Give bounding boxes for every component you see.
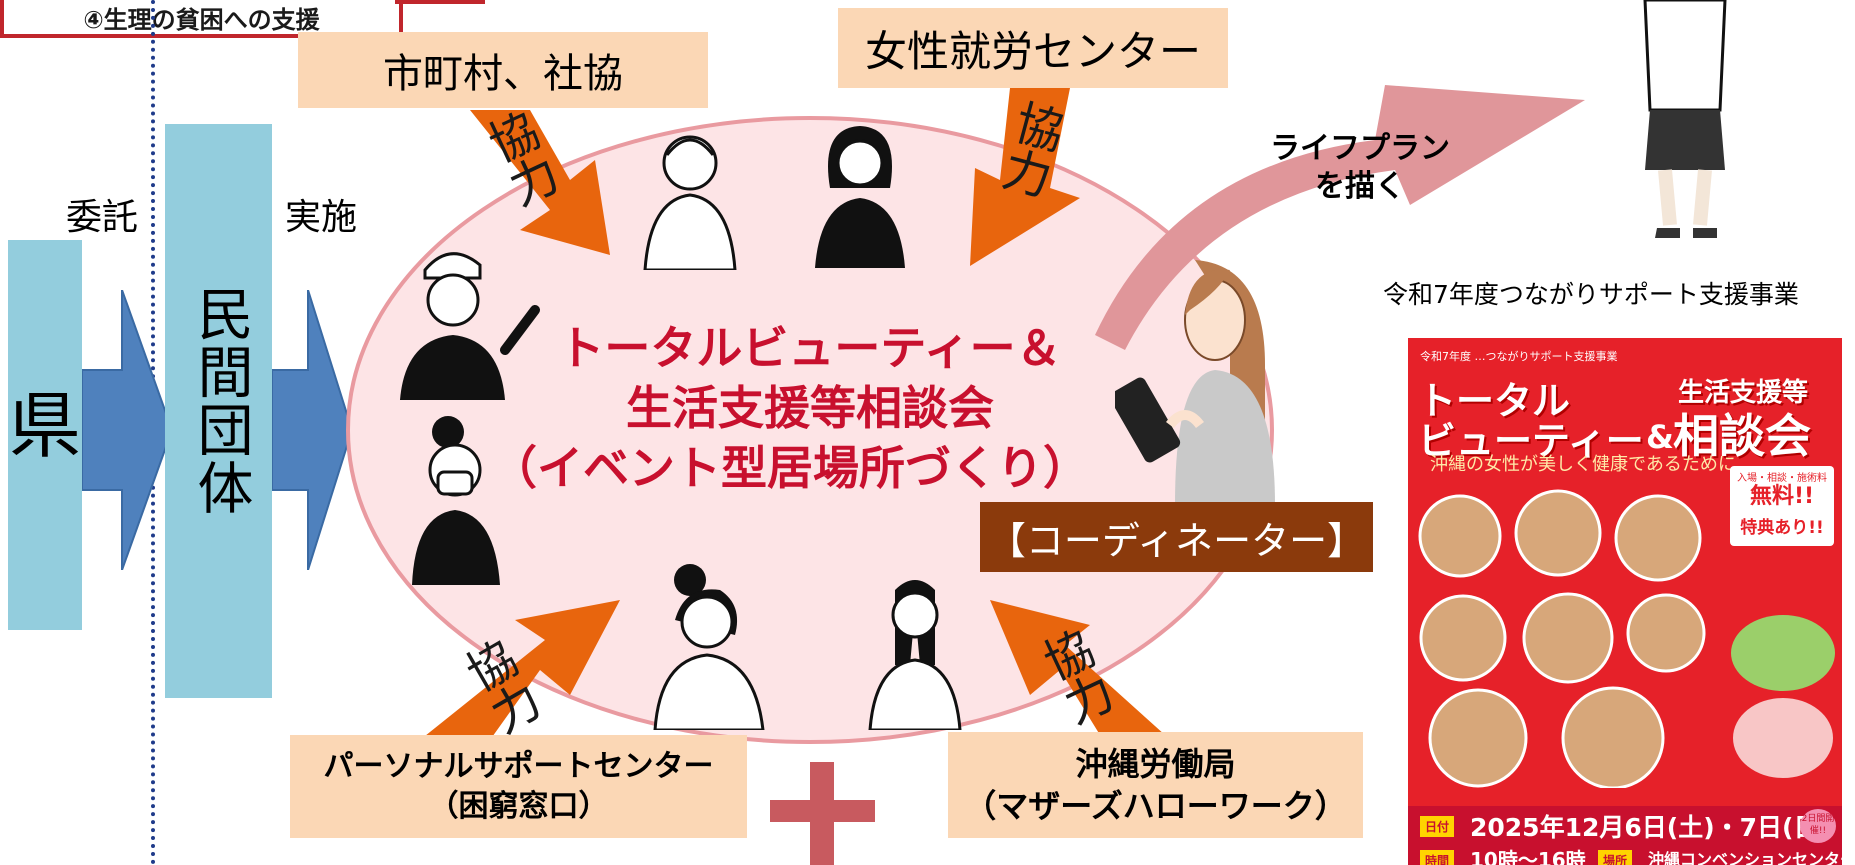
flyer-two-days: 2日間開催!! <box>1800 809 1836 843</box>
flyer-tokuten-badge: 特典あり!! <box>1730 510 1834 546</box>
lifeplan-text: ライフプラン を描く <box>1260 130 1460 206</box>
flyer-subtitle: 沖縄の女性が美しく健康であるために <box>1430 454 1736 475</box>
orange-arrow-bottom-right <box>990 600 1165 735</box>
itaku-label: 委託 <box>66 197 139 238</box>
center-title-line3: （イベント型居場所づくり） <box>491 441 1089 495</box>
flyer-top-small: 令和7年度 …つながりサポート支援事業 <box>1420 350 1618 363</box>
partner-bottom-right-line2: （マザーズハローワーク） <box>964 787 1347 825</box>
header-tag: ④生理の貧困への支援 <box>0 0 403 38</box>
coordinator-label-text: 【コーディネーター】 <box>987 518 1366 563</box>
flyer-title-left-2: ビューティー <box>1418 419 1644 463</box>
flyer-free: 無料!! <box>1749 484 1815 509</box>
orange-arrow-top-right <box>970 88 1080 266</box>
lifeplan-line2: を描く <box>1315 169 1405 204</box>
center-oval <box>346 116 1274 744</box>
woman-icon-3 <box>400 252 540 400</box>
blue-arrow-1 <box>82 290 172 570</box>
woman-icon-4 <box>412 416 500 585</box>
partner-bottom-left: パーソナルサポートセンター （困窮窓口） <box>290 735 747 838</box>
lifeplan-arrow <box>1095 85 1585 350</box>
woman-icon-2 <box>815 126 905 268</box>
plus-icon <box>770 762 875 865</box>
flyer-free-badge: 入場・相談・施術料 無料!! <box>1730 466 1834 518</box>
center-title-line1: トータルビューティー＆ <box>558 321 1062 375</box>
partner-top-right: 女性就労センター <box>838 8 1228 88</box>
flyer-caption: 令和7年度つながりサポート支援事業 <box>1383 280 1799 309</box>
ken-box <box>8 240 82 630</box>
standing-woman-icon <box>1643 0 1727 238</box>
woman-icon-6 <box>868 580 962 730</box>
partner-top-left: 市町村、社協 <box>298 32 708 108</box>
header-tag-text: ④生理の貧困への支援 <box>83 5 320 34</box>
flyer-free-small: 入場・相談・施術料 <box>1737 473 1827 484</box>
partner-top-right-text: 女性就労センター <box>864 26 1201 76</box>
lifeplan-line1: ライフプラン <box>1270 131 1450 166</box>
flyer-date-band: 日付 2025年12月6日(土)・7日(日) 2日間開催!! 時間 10時～16… <box>1408 806 1842 865</box>
flyer-title-left-1: トータル <box>1418 379 1571 423</box>
ken-label: 県 <box>8 384 81 468</box>
partner-bottom-left-line2: （困窮窓口） <box>428 788 609 824</box>
flyer-title-right-1: 生活支援等 <box>1678 378 1809 408</box>
partner-bottom-right: 沖縄労働局 （マザーズハローワーク） <box>948 732 1363 838</box>
flyer-time: 10時～16時 <box>1470 848 1586 865</box>
partner-bottom-right-line1: 沖縄労働局 <box>1075 745 1236 783</box>
jisshi-label: 実施 <box>285 197 358 238</box>
flyer-tokuten: 特典あり!! <box>1740 518 1824 538</box>
minkan-box <box>165 124 272 698</box>
flyer-photos <box>1418 489 1835 788</box>
flyer-date: 2025年12月6日(土)・7日(日) <box>1470 813 1830 842</box>
coordinator-woman-icon <box>1115 260 1275 505</box>
flyer-place: 沖縄コンベンションセンター <box>1648 850 1842 865</box>
woman-icon-5 <box>653 564 765 730</box>
blue-arrow-2 <box>272 290 352 570</box>
orange-arrow-top-left <box>470 110 610 255</box>
coordinator-label: 【コーディネーター】 <box>980 502 1373 572</box>
flyer-date-label: 日付 <box>1420 816 1455 837</box>
center-title-line2: 生活支援等相談会 <box>626 381 994 435</box>
flyer-amp: & <box>1646 418 1674 456</box>
flyer-title-right-2: 相談会 <box>1673 409 1811 463</box>
event-flyer: 令和7年度 …つながりサポート支援事業 トータル ビューティー & 生活支援等 … <box>1408 338 1842 865</box>
partner-top-left-text: 市町村、社協 <box>383 51 623 97</box>
woman-icon-1 <box>643 135 737 270</box>
center-title: トータルビューティー＆ 生活支援等相談会 （イベント型居場所づくり） <box>491 318 1100 498</box>
orange-arrow-bottom-left <box>420 600 620 740</box>
flyer-time-label: 時間 <box>1420 850 1455 865</box>
flyer-place-label: 場所 <box>1598 850 1633 865</box>
partner-bottom-left-line1: パーソナルサポートセンター <box>323 748 714 784</box>
minkan-label: 民間団体 <box>188 285 253 517</box>
header-tag-line <box>395 0 485 4</box>
